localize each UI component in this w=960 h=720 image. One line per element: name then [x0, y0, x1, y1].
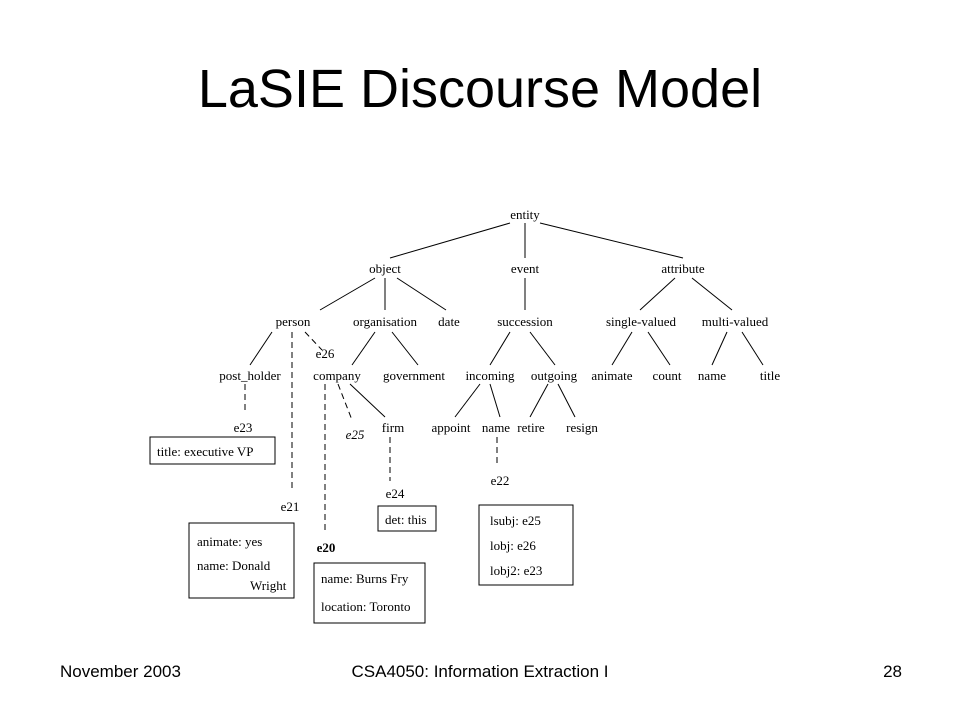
- box-e21: animate: yes name: Donald Wright: [188, 522, 295, 599]
- edge-attribute-single: [639, 277, 676, 311]
- box-e23-line-1: title: executive VP: [157, 444, 254, 459]
- box-e24: det: this: [377, 505, 437, 532]
- node-count: count: [653, 368, 682, 383]
- instance-e21: e21: [281, 499, 300, 514]
- box-e24-line-1: det: this: [385, 512, 427, 527]
- node-resign: resign: [566, 420, 598, 435]
- edge-organisation-company: [351, 331, 376, 366]
- edge-incoming-appoint: [454, 383, 481, 418]
- box-e20-line-1: name: Burns Fry: [321, 571, 409, 586]
- node-company: company: [313, 368, 361, 383]
- node-date: date: [438, 314, 460, 329]
- node-name-event: name: [482, 420, 510, 435]
- instance-e20: e20: [317, 540, 336, 555]
- edge-single-count: [647, 331, 671, 366]
- instance-e22: e22: [491, 473, 510, 488]
- box-e20-line-2: location: Toronto: [321, 599, 410, 614]
- edge-entity-attribute: [539, 222, 684, 259]
- edge-outgoing-retire: [529, 383, 549, 418]
- slide-title: LaSIE Discourse Model: [197, 59, 763, 119]
- node-object: object: [369, 261, 401, 276]
- node-organisation: organisation: [353, 314, 418, 329]
- edge-object-date: [396, 277, 447, 311]
- instance-e26: e26: [316, 346, 335, 361]
- node-animate: animate: [591, 368, 632, 383]
- box-e22-line-3: lobj2: e23: [490, 563, 542, 578]
- edge-organisation-government: [391, 331, 419, 366]
- edge-succession-incoming: [489, 331, 511, 366]
- node-entity: entity: [510, 207, 540, 222]
- box-e22: lsubj: e25 lobj: e26 lobj2: e23: [478, 504, 574, 586]
- node-retire: retire: [517, 420, 545, 435]
- instance-e25: e25: [346, 427, 365, 442]
- node-person: person: [276, 314, 311, 329]
- box-e21-line-1: animate: yes: [197, 534, 262, 549]
- node-title-attr: title: [760, 368, 780, 383]
- footer-course-title: CSA4050: Information Extraction I: [351, 662, 609, 681]
- node-multi-valued: multi-valued: [702, 314, 769, 329]
- node-name-attr: name: [698, 368, 726, 383]
- box-e22-line-2: lobj: e26: [490, 538, 536, 553]
- node-succession: succession: [497, 314, 553, 329]
- node-event: event: [511, 261, 540, 276]
- node-post-holder: post_holder: [219, 368, 281, 383]
- footer-date: November 2003: [60, 662, 181, 681]
- edge-attribute-multi: [691, 277, 733, 311]
- instance-e24: e24: [386, 486, 405, 501]
- edge-succession-outgoing: [529, 331, 556, 366]
- edge-multi-title: [741, 331, 764, 366]
- box-e23: title: executive VP: [149, 436, 276, 465]
- hierarchy-edges: [249, 222, 764, 418]
- node-single-valued: single-valued: [606, 314, 677, 329]
- node-appoint: appoint: [432, 420, 471, 435]
- edge-object-person: [319, 277, 376, 311]
- edge-single-animate: [611, 331, 633, 366]
- node-attribute: attribute: [661, 261, 705, 276]
- box-e20: name: Burns Fry location: Toronto: [313, 562, 426, 624]
- instance-edges: [244, 331, 498, 532]
- edge-outgoing-resign: [557, 383, 576, 418]
- edge-incoming-name: [489, 383, 501, 418]
- edge-person-e26: [304, 331, 323, 351]
- concept-nodes: entity object event attribute person org…: [219, 207, 780, 435]
- instance-labels: e26 e23 e25 e22 e21 e24 e20: [234, 346, 510, 555]
- box-e21-line-2: name: Donald: [197, 558, 271, 573]
- edge-multi-name: [711, 331, 728, 366]
- box-e21-line-3: Wright: [250, 578, 287, 593]
- node-incoming: incoming: [465, 368, 515, 383]
- edge-entity-object: [389, 222, 511, 259]
- edge-company-e25: [337, 383, 353, 421]
- footer-page-number: 28: [883, 662, 902, 681]
- instance-e23: e23: [234, 420, 253, 435]
- edge-company-firm: [349, 383, 386, 418]
- node-government: government: [383, 368, 445, 383]
- edge-person-postholder: [249, 331, 273, 366]
- node-firm: firm: [382, 420, 404, 435]
- node-outgoing: outgoing: [531, 368, 578, 383]
- box-e22-line-1: lsubj: e25: [490, 513, 541, 528]
